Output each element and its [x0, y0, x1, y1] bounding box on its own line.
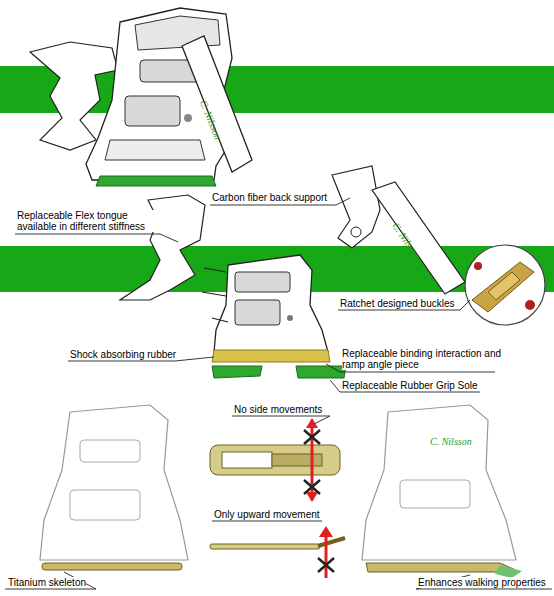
callout-label: Replaceable binding interaction and ramp… — [342, 348, 504, 370]
callout-label: No side movements — [234, 404, 322, 415]
signature-logo: C. Nilsson — [430, 436, 472, 447]
callout-label: Replaceable Flex tongue available in dif… — [17, 210, 167, 232]
callout-label: Titanium skeleton — [8, 577, 86, 588]
callout-label: Only upward movement — [214, 509, 320, 520]
callout-label: Shock absorbing rubber — [70, 349, 176, 360]
callout-label: Enhances walking properties — [418, 577, 546, 588]
callout-label: Replaceable Rubber Grip Sole — [342, 380, 478, 391]
callout-label: Carbon fiber back support — [212, 192, 327, 203]
callout-label: Ratchet designed buckles — [340, 298, 455, 309]
